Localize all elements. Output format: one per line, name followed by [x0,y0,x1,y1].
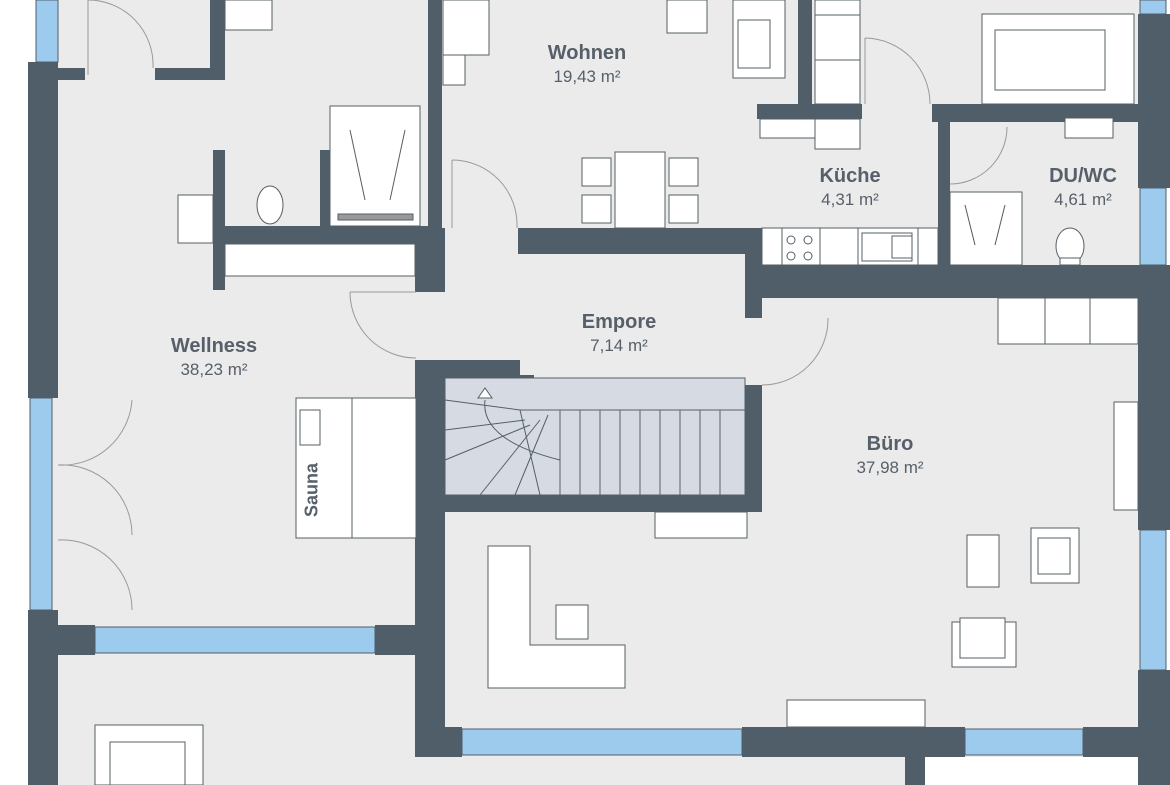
room-name: Empore [581,311,657,333]
room-label-empore: Empore 7,14 m² [582,311,656,356]
room-label-wohnen: Wohnen 19,43 m² [548,42,627,87]
furniture [94,0,1139,785]
room-area: 37,98 m² [856,458,924,477]
room-label-kueche: Küche 4,31 m² [819,165,880,210]
room-name: Küche [819,165,881,187]
windows [29,0,1167,756]
room-name: Wellness [170,335,258,357]
doors [57,0,1008,611]
room-label-buero: Büro 37,98 m² [856,433,923,478]
stairs [444,377,746,496]
room-label-wellness: Wellness 38,23 m² [171,335,257,380]
room-name: Wohnen [547,42,627,64]
room-area: 19,43 m² [553,67,621,86]
room-area: 4,31 m² [821,190,879,209]
sauna-label: Sauna [301,462,322,518]
room-label-duwc: DU/WC 4,61 m² [1049,165,1117,210]
walls [28,0,1170,785]
room-area: 38,23 m² [180,360,248,379]
room-name: Büro [866,433,914,455]
room-name: DU/WC [1049,165,1117,187]
room-area: 4,61 m² [1054,190,1112,209]
room-area: 7,14 m² [590,336,648,355]
